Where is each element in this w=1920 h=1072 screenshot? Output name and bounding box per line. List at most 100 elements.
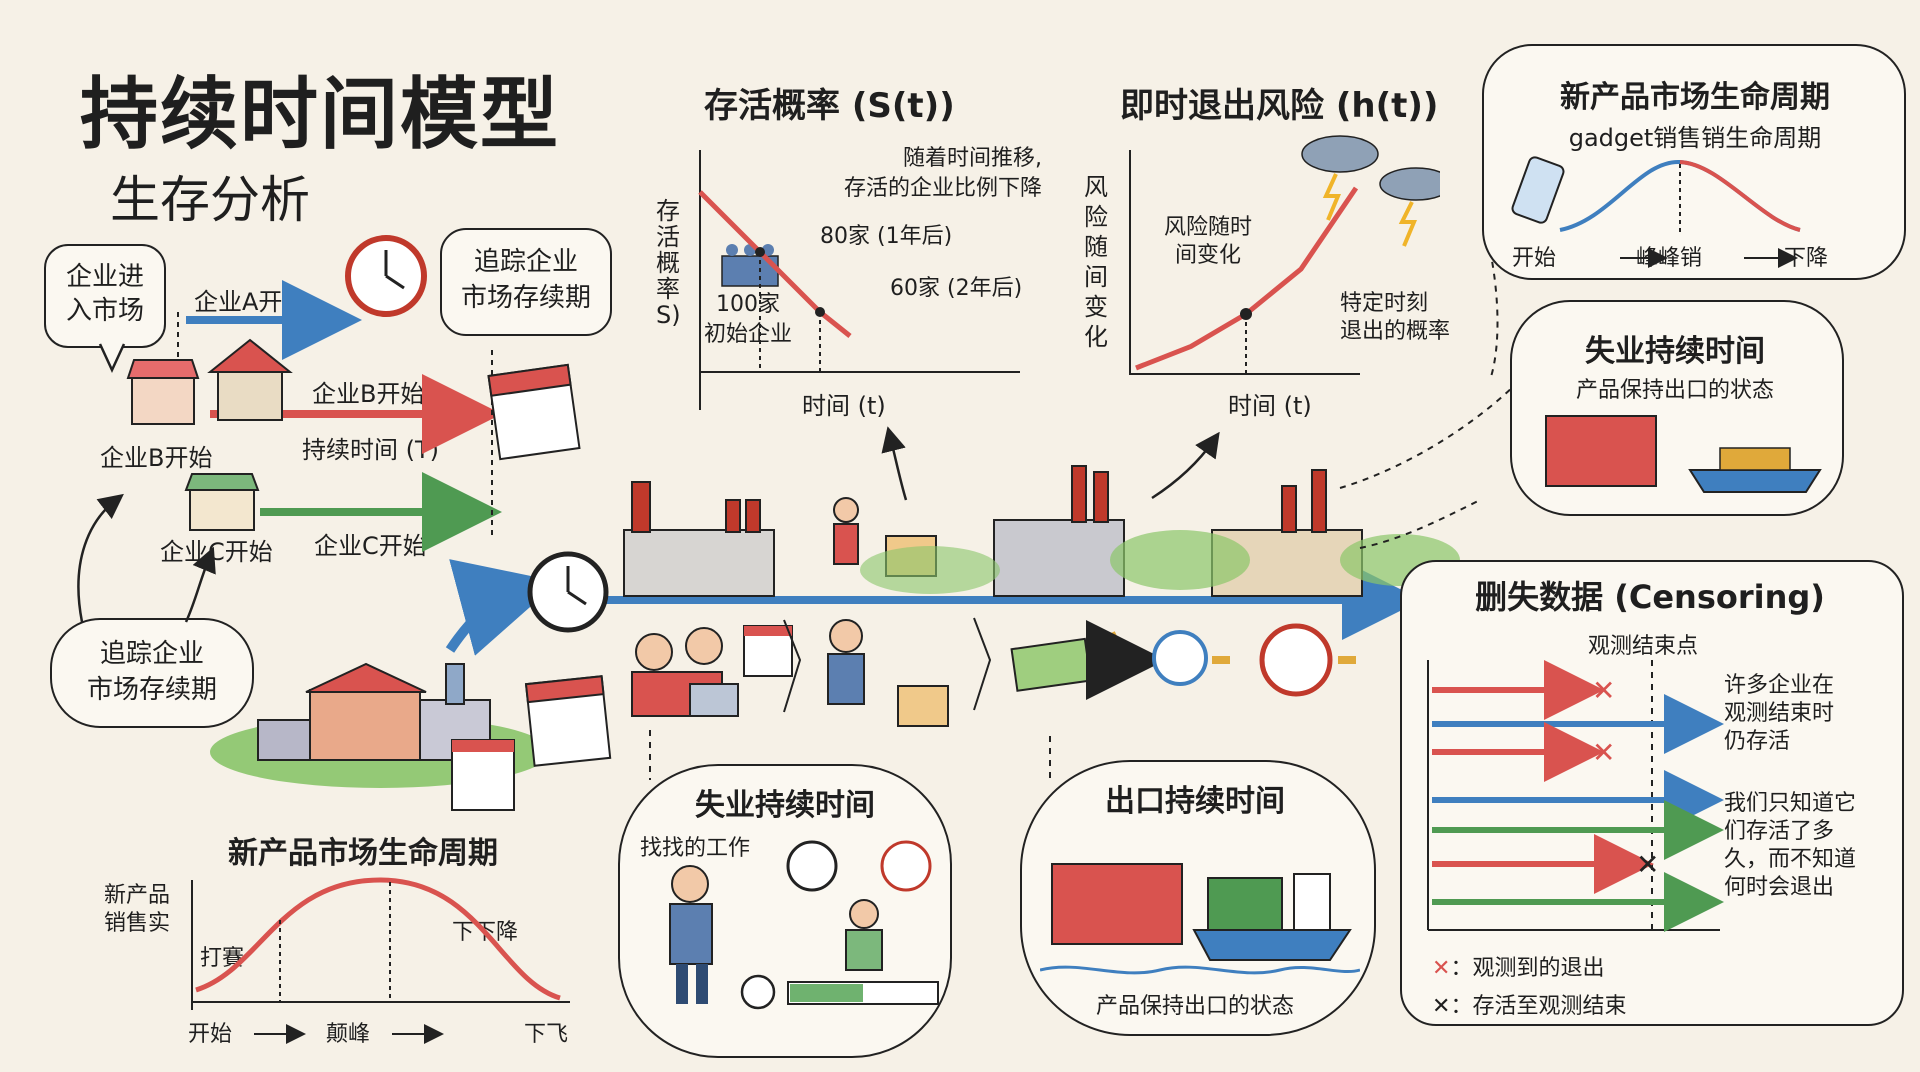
survival-initial-label: 100家 初始企业 [704,292,793,347]
arrow-to-survival [881,426,908,501]
legend-observed-text: ：观测到的退出 [1450,956,1605,981]
hazard-note2: 特定时刻 退出的概率 [1340,291,1451,344]
hazard-note1: 风险随时 间变化 [1164,215,1253,268]
stopwatch-icon-timeline [527,551,609,633]
censoring-legend-survived: ✕：存活至观测结束 [1432,988,1626,1020]
censor-x-6: ✕ [1636,848,1659,881]
lifecycle-bottom-chart [191,877,570,1044]
water-line [1040,965,1360,975]
export-bottom-subtitle: 产品保持出口的状态 [1095,994,1294,1019]
calendar-icon-mid [743,625,793,677]
censor-x-1: ✕ [1592,674,1615,707]
curve-arrow-left-1 [77,493,124,623]
unemp-bottom-subtitle: 找找的工作 [640,836,751,861]
money-stack-icon [1010,631,1118,692]
team-icon [631,627,739,717]
bubble-enter-market: 企业进 入市场 [44,244,166,348]
survival-point2-label: 60家 (2年后) [890,276,1023,301]
phone-icon [1511,156,1565,224]
lifecycle-bottom-peak: 颠峰 [326,1022,371,1047]
lifecycle-bottom-curve [195,877,561,1001]
bubble-track-duration-text: 追踪企业 市场存续期 [460,247,591,313]
lifecycle-top-panel [1482,44,1906,280]
censoring-title: 删失数据 (Censoring) [1475,578,1825,616]
censoring-note2: 我们只知道它 们存活了多 久，而不知道 何时会退出 [1724,791,1857,900]
firm-b-start-label: 企业B开始 [100,444,213,472]
container-icon [1545,415,1657,487]
firm-b-start-arrow: 企业B开始 [312,380,425,408]
lifecycle-bottom-title: 新产品市场生命周期 [228,836,498,871]
cargo-ship-icon [1192,873,1352,961]
bubble-enter-market-text: 企业进 入市场 [65,262,144,326]
legend-survived-text: ：存活至观测结束 [1450,994,1627,1019]
progress-bar [787,981,939,1005]
survival-ylabel: 存活概率S) [656,197,681,329]
bubble-tail-enter [98,343,126,373]
delivery-person-icon [827,619,949,727]
lifecycle-bottom-end: 下飞 [524,1022,569,1047]
hazard-title: 即时退出风险 (h(t)) [1120,86,1439,126]
small-clock-icon [740,974,776,1010]
lifecycle-top-subtitle: gadget销售销生命周期 [1568,124,1822,152]
page-title: 持续时间模型 [80,70,561,160]
censor-x-3: ✕ [1592,736,1615,769]
job-seeker-icon [669,865,713,1004]
calendar-icon-bottom [524,675,612,767]
shop-icon-c [184,473,260,531]
dashed-to-unemp-top [1339,379,1521,489]
curve-arrow-left-2 [184,546,216,623]
export-bottom-illustration [1040,863,1360,975]
lifecycle-bottom-start: 开始 [188,1022,233,1047]
dashed-to-censor [1359,499,1481,549]
arrow-to-hazard [1151,431,1220,500]
ship-icon [1688,447,1822,493]
dashed-to-lifecycle [1489,249,1499,381]
lifecycle-top-title: 新产品市场生命周期 [1560,80,1830,115]
factory-timeline-2 [993,465,1125,597]
chevron-divider-1 [783,619,802,713]
censoring-note1: 许多企业在 观测结束时 仍存活 [1724,673,1835,754]
chevron-divider-2 [973,617,992,711]
clock-icon-2 [880,840,932,892]
unemp-bottom-illustration [669,840,939,1010]
tree-line [860,530,1460,594]
censoring-legend-observed: ✕：观测到的退出 [1432,950,1604,982]
runner-icon [845,899,883,971]
unemp-bottom-title: 失业持续时间 [695,788,875,823]
survival-annotation: 随着时间推移, 存活的企业比例下降 [844,146,1043,201]
censoring-endpoint: 观测结束点 [1588,634,1699,659]
shop-icon-b [126,359,200,425]
house-icon [207,338,293,421]
survival-chart [698,150,1020,410]
lifecycle-top-start: 开始 [1512,246,1557,271]
survival-xlabel: 时间 (t) [802,392,886,420]
unemp-top-title: 失业持续时间 [1585,334,1765,369]
survival-point1-label: 80家 (1年后) [820,224,953,249]
dark-x-icon: ✕ [1432,994,1451,1019]
survival-curve [698,190,852,338]
crane-container-icon [1051,863,1183,945]
hazard-chart [1129,135,1440,375]
firm-c-start-label: 企业C开始 [160,538,273,566]
export-bottom-title: 出口持续时间 [1105,784,1285,819]
clock-icon-left [345,235,427,317]
duration-label: 持续时间 (T) [302,436,440,464]
bubble-track-cloud: 追踪企业 市场存续期 [50,618,254,728]
page-subtitle: 生存分析 [110,171,310,229]
unemp-top-illustration [1545,415,1822,493]
bubble-track-cloud-text: 追踪企业 市场存续期 [86,639,217,705]
censoring-chart: ✕ ✕ ✕ [1427,660,1724,932]
firm-c-start-arrow: 企业C开始 [314,532,427,560]
lifecycle-top-chart [1511,156,1801,268]
unemp-top-subtitle: 产品保持出口的状态 [1575,378,1774,403]
stopwatch-row [1086,620,1356,700]
red-x-icon: ✕ [1432,956,1451,981]
survival-title: 存活概率 (S(t)) [704,86,955,126]
hazard-xlabel: 时间 (t) [1228,392,1312,420]
lifecycle-bottom-ylabel: 新产品 销售实 [104,883,171,936]
lifecycle-top-curve-decline [1679,160,1801,232]
calendar-icon-left [487,363,581,461]
notepad-icon [451,739,515,811]
